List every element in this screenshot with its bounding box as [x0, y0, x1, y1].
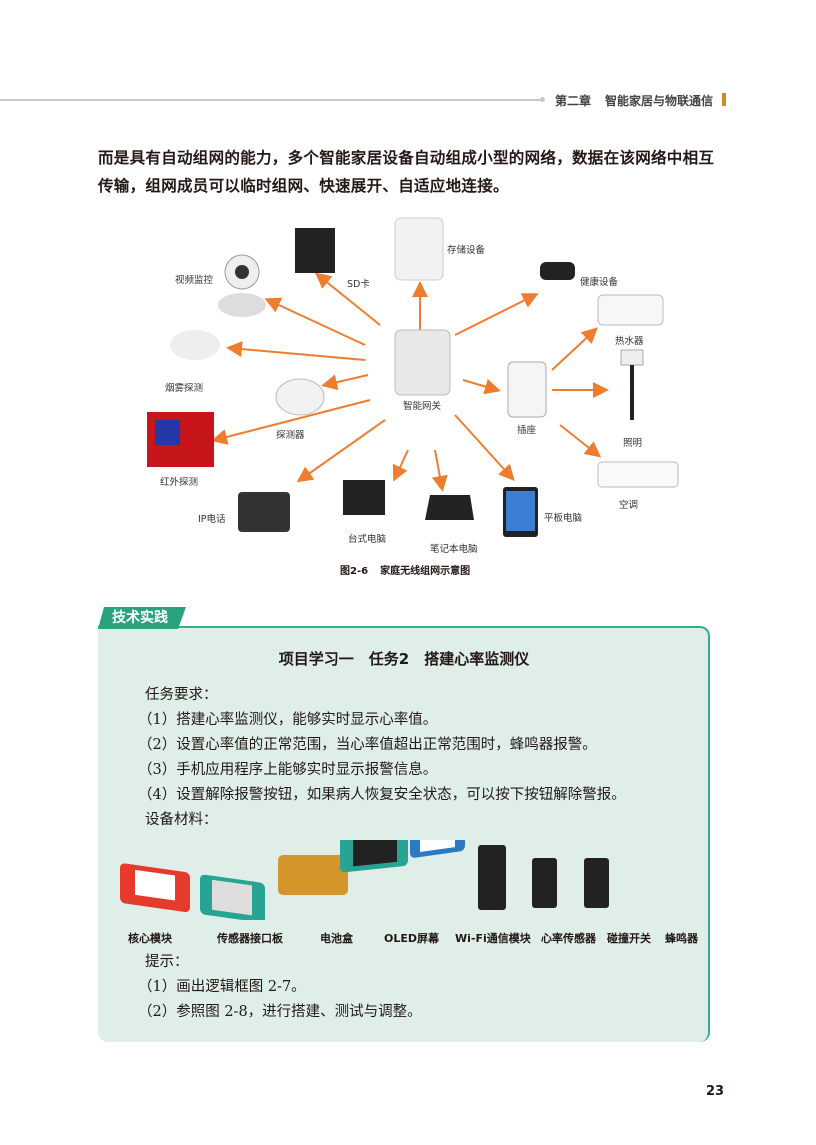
material-label: 碰撞开关	[607, 932, 651, 945]
label-phone: IP电话	[198, 514, 226, 525]
storage-image	[394, 217, 444, 281]
buzzer-image	[584, 858, 609, 908]
tip-1: （1）画出逻辑框图 2-7。	[138, 979, 306, 995]
label-socket: 插座	[517, 425, 537, 436]
practice-title: 项目学习一 任务2 搭建心率监测仪	[278, 650, 530, 668]
arrows	[211, 272, 609, 492]
sd-card-image	[295, 228, 335, 273]
requirement-2: （2）设置心率值的正常范围，当心率值超出正常范围时，蜂鸣器报警。	[138, 737, 597, 753]
label-health: 健康设备	[580, 277, 619, 288]
gateway-image	[394, 329, 451, 396]
label-heater: 热水器	[615, 336, 644, 347]
material-label: 电池盒	[320, 932, 353, 945]
label-ac: 空调	[619, 500, 639, 511]
label-storage: 存储设备	[447, 245, 486, 256]
figure-caption: 图2-6 家庭无线组网示意图	[340, 562, 482, 577]
laptop-image	[425, 495, 474, 520]
material-label: OLED屏幕	[384, 932, 440, 945]
network-diagram	[147, 217, 679, 537]
watch-image	[540, 262, 575, 280]
label-detector: 探测器	[276, 430, 305, 441]
material-label: Wi-Fi通信模块	[455, 932, 531, 945]
label-tablet: 平板电脑	[544, 513, 583, 524]
heart-sensor-image	[478, 845, 506, 910]
requirement-4: （4）设置解除报警按钮，如果病人恢复安全状态，可以按下按钮解除警报。	[138, 787, 626, 803]
material-label: 蜂鸣器	[665, 932, 698, 945]
material-label: 传感器接口板	[217, 932, 283, 945]
desktop-image	[343, 480, 385, 515]
header-rule-dot	[540, 97, 545, 102]
smoke-image	[170, 330, 220, 360]
requirement-1: （1）搭建心率监测仪，能够实时显示心率值。	[138, 712, 438, 728]
material-label: 核心模块	[128, 932, 172, 945]
practice-box	[98, 626, 710, 1042]
chapter-label: 第二章	[555, 94, 592, 108]
caption-text: 家庭无线组网示意图	[380, 566, 471, 577]
requirements-heading: 任务要求：	[145, 687, 218, 703]
practice-tab: 技术实践	[98, 607, 186, 629]
requirement-3: （3）手机应用程序上能够实时显示报警信息。	[138, 762, 438, 778]
device-images	[147, 217, 679, 537]
materials-images	[120, 840, 609, 920]
label-light: 照明	[623, 438, 643, 449]
chapter-title: 智能家居与物联通信	[605, 94, 714, 108]
page-number: 23	[706, 1084, 725, 1099]
label-desktop: 台式电脑	[348, 534, 387, 545]
label-sd: SD卡	[347, 279, 370, 290]
label-laptop: 笔记本电脑	[430, 544, 478, 555]
socket-image	[507, 361, 547, 418]
label-camera: 视频监控	[175, 275, 214, 286]
caption-number: 图2-6	[340, 566, 369, 577]
label-gateway: 智能网关	[403, 401, 442, 412]
body-paragraph: 而是具有自动组网的能力，多个智能家居设备自动组成小型的网络，数据在该网络中相互传…	[98, 149, 715, 195]
heater-image	[597, 294, 664, 326]
battery-box-image	[278, 855, 348, 895]
ac-image	[597, 461, 679, 488]
label-smoke: 烟雾探测	[165, 383, 204, 394]
header-rule	[0, 99, 540, 101]
material-label: 心率传感器	[541, 932, 596, 945]
detector-image	[275, 378, 325, 416]
phone-image	[238, 492, 290, 532]
running-header: 第二章智能家居与物联通信	[555, 92, 727, 109]
collision-switch-image	[532, 858, 557, 908]
label-infrared: 红外探测	[160, 477, 199, 488]
tips-heading: 提示：	[145, 954, 189, 970]
header-accent-bar	[722, 93, 726, 106]
materials-heading: 设备材料：	[145, 812, 218, 828]
tip-2: （2）参照图 2-8，进行搭建、测试与调整。	[138, 1004, 422, 1020]
